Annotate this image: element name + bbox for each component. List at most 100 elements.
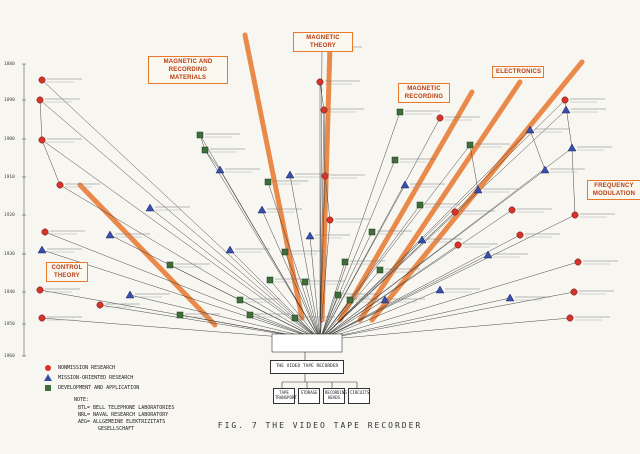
network-edge: [319, 47, 323, 341]
nonmission-node: [96, 301, 104, 309]
nonmission-node: [516, 231, 524, 239]
nonmission-node: [571, 211, 579, 219]
mission-node: [540, 165, 550, 174]
network-edge: [319, 81, 325, 111]
network-edge: [319, 209, 513, 341]
network-edge: [323, 109, 326, 177]
network-edge: [319, 204, 421, 341]
development-node: [341, 258, 349, 266]
network-edge: [319, 261, 579, 341]
development-node: [334, 291, 342, 299]
year-tick: 1940: [4, 290, 15, 295]
development-node: [301, 278, 309, 286]
network-edge: [319, 117, 441, 341]
development-node: [246, 311, 254, 319]
nonmission-node: [570, 288, 578, 296]
network-edge: [284, 251, 321, 341]
network-edge: [319, 254, 489, 341]
label-electronics: ELECTRONICS: [492, 66, 544, 78]
nonmission-node: [451, 208, 459, 216]
nonmission-node: [38, 136, 46, 144]
hub-summary-box: [271, 333, 343, 353]
network-edge: [319, 189, 479, 341]
mission-node: [417, 235, 427, 244]
network-edge: [39, 99, 43, 141]
year-tick: 1910: [4, 175, 15, 180]
nonmission-node: [566, 314, 574, 322]
network-edge: [529, 129, 546, 171]
highlight-band: [357, 79, 523, 323]
mission-node: [567, 143, 577, 152]
network-edge: [319, 289, 441, 341]
network-edge: [219, 169, 321, 341]
network-edge: [319, 269, 381, 341]
development-node: [201, 146, 209, 154]
nonmission-node: [41, 228, 49, 236]
mission-node: [125, 290, 135, 299]
mission-node: [380, 295, 390, 304]
network-edge: [319, 147, 573, 341]
network-edge: [239, 299, 321, 341]
nonmission-node: [56, 181, 64, 189]
year-tick: 1960: [4, 354, 15, 359]
development-node: [196, 131, 204, 139]
year-tick: 1890: [4, 98, 15, 103]
nonmission-node: [436, 114, 444, 122]
development-node: [176, 311, 184, 319]
label-frequency-modulation: FREQUENCY MODULATION: [587, 180, 640, 200]
legend-development-icon: [45, 385, 51, 391]
network-edge: [129, 294, 321, 341]
development-node: [346, 296, 354, 304]
component-box: TAPE TRANSPORT: [273, 388, 297, 404]
development-node: [166, 261, 174, 269]
component-box: CIRCUITS: [348, 388, 370, 404]
development-node: [396, 108, 404, 116]
mission-node: [483, 250, 493, 259]
mission-node: [473, 185, 483, 194]
legend-development: DEVELOPMENT AND APPLICATION: [58, 385, 140, 391]
mission-node: [257, 205, 267, 214]
network-edge: [319, 297, 511, 341]
nonmission-node: [36, 96, 44, 104]
mission-node: [225, 245, 235, 254]
network-edge: [289, 174, 321, 341]
network-edge: [41, 249, 321, 341]
nonmission-node: [574, 258, 582, 266]
mission-node: [561, 105, 571, 114]
component-box: RECORDING HEADS: [323, 388, 347, 404]
mission-node: [215, 165, 225, 174]
nonmission-node: [326, 216, 334, 224]
mission-node: [305, 231, 315, 240]
label-magnetic-recording: MAGNETIC RECORDING: [398, 83, 450, 103]
mission-node: [145, 203, 155, 212]
legend-note-line: NRL= NAVAL RESEARCH LABORATORY: [78, 412, 169, 418]
network-edge: [41, 139, 61, 186]
network-edge: [319, 111, 401, 341]
network-edge: [319, 109, 325, 341]
mission-node: [105, 230, 115, 239]
network-edge: [319, 261, 346, 341]
nonmission-node: [38, 314, 46, 322]
network-edge: [571, 147, 576, 216]
development-node: [291, 314, 299, 322]
nonmission-node: [454, 241, 462, 249]
legend-note-title: NOTE:: [74, 397, 90, 403]
development-node: [264, 178, 272, 186]
network-edge: [319, 214, 576, 341]
network-edge: [319, 144, 471, 341]
development-node: [466, 141, 474, 149]
label-magnetic-theory: MAGNETIC THEORY: [293, 32, 353, 52]
nonmission-node: [321, 172, 329, 180]
network-edge: [229, 249, 321, 341]
mission-node: [285, 170, 295, 179]
development-node: [416, 201, 424, 209]
network-edge: [319, 317, 571, 341]
mission-node: [505, 293, 515, 302]
year-tick: 1930: [4, 252, 15, 257]
network-edge: [39, 99, 321, 341]
nonmission-node: [316, 78, 324, 86]
network-edge: [261, 209, 321, 341]
network-edge: [204, 149, 221, 171]
network-edge: [319, 234, 521, 341]
